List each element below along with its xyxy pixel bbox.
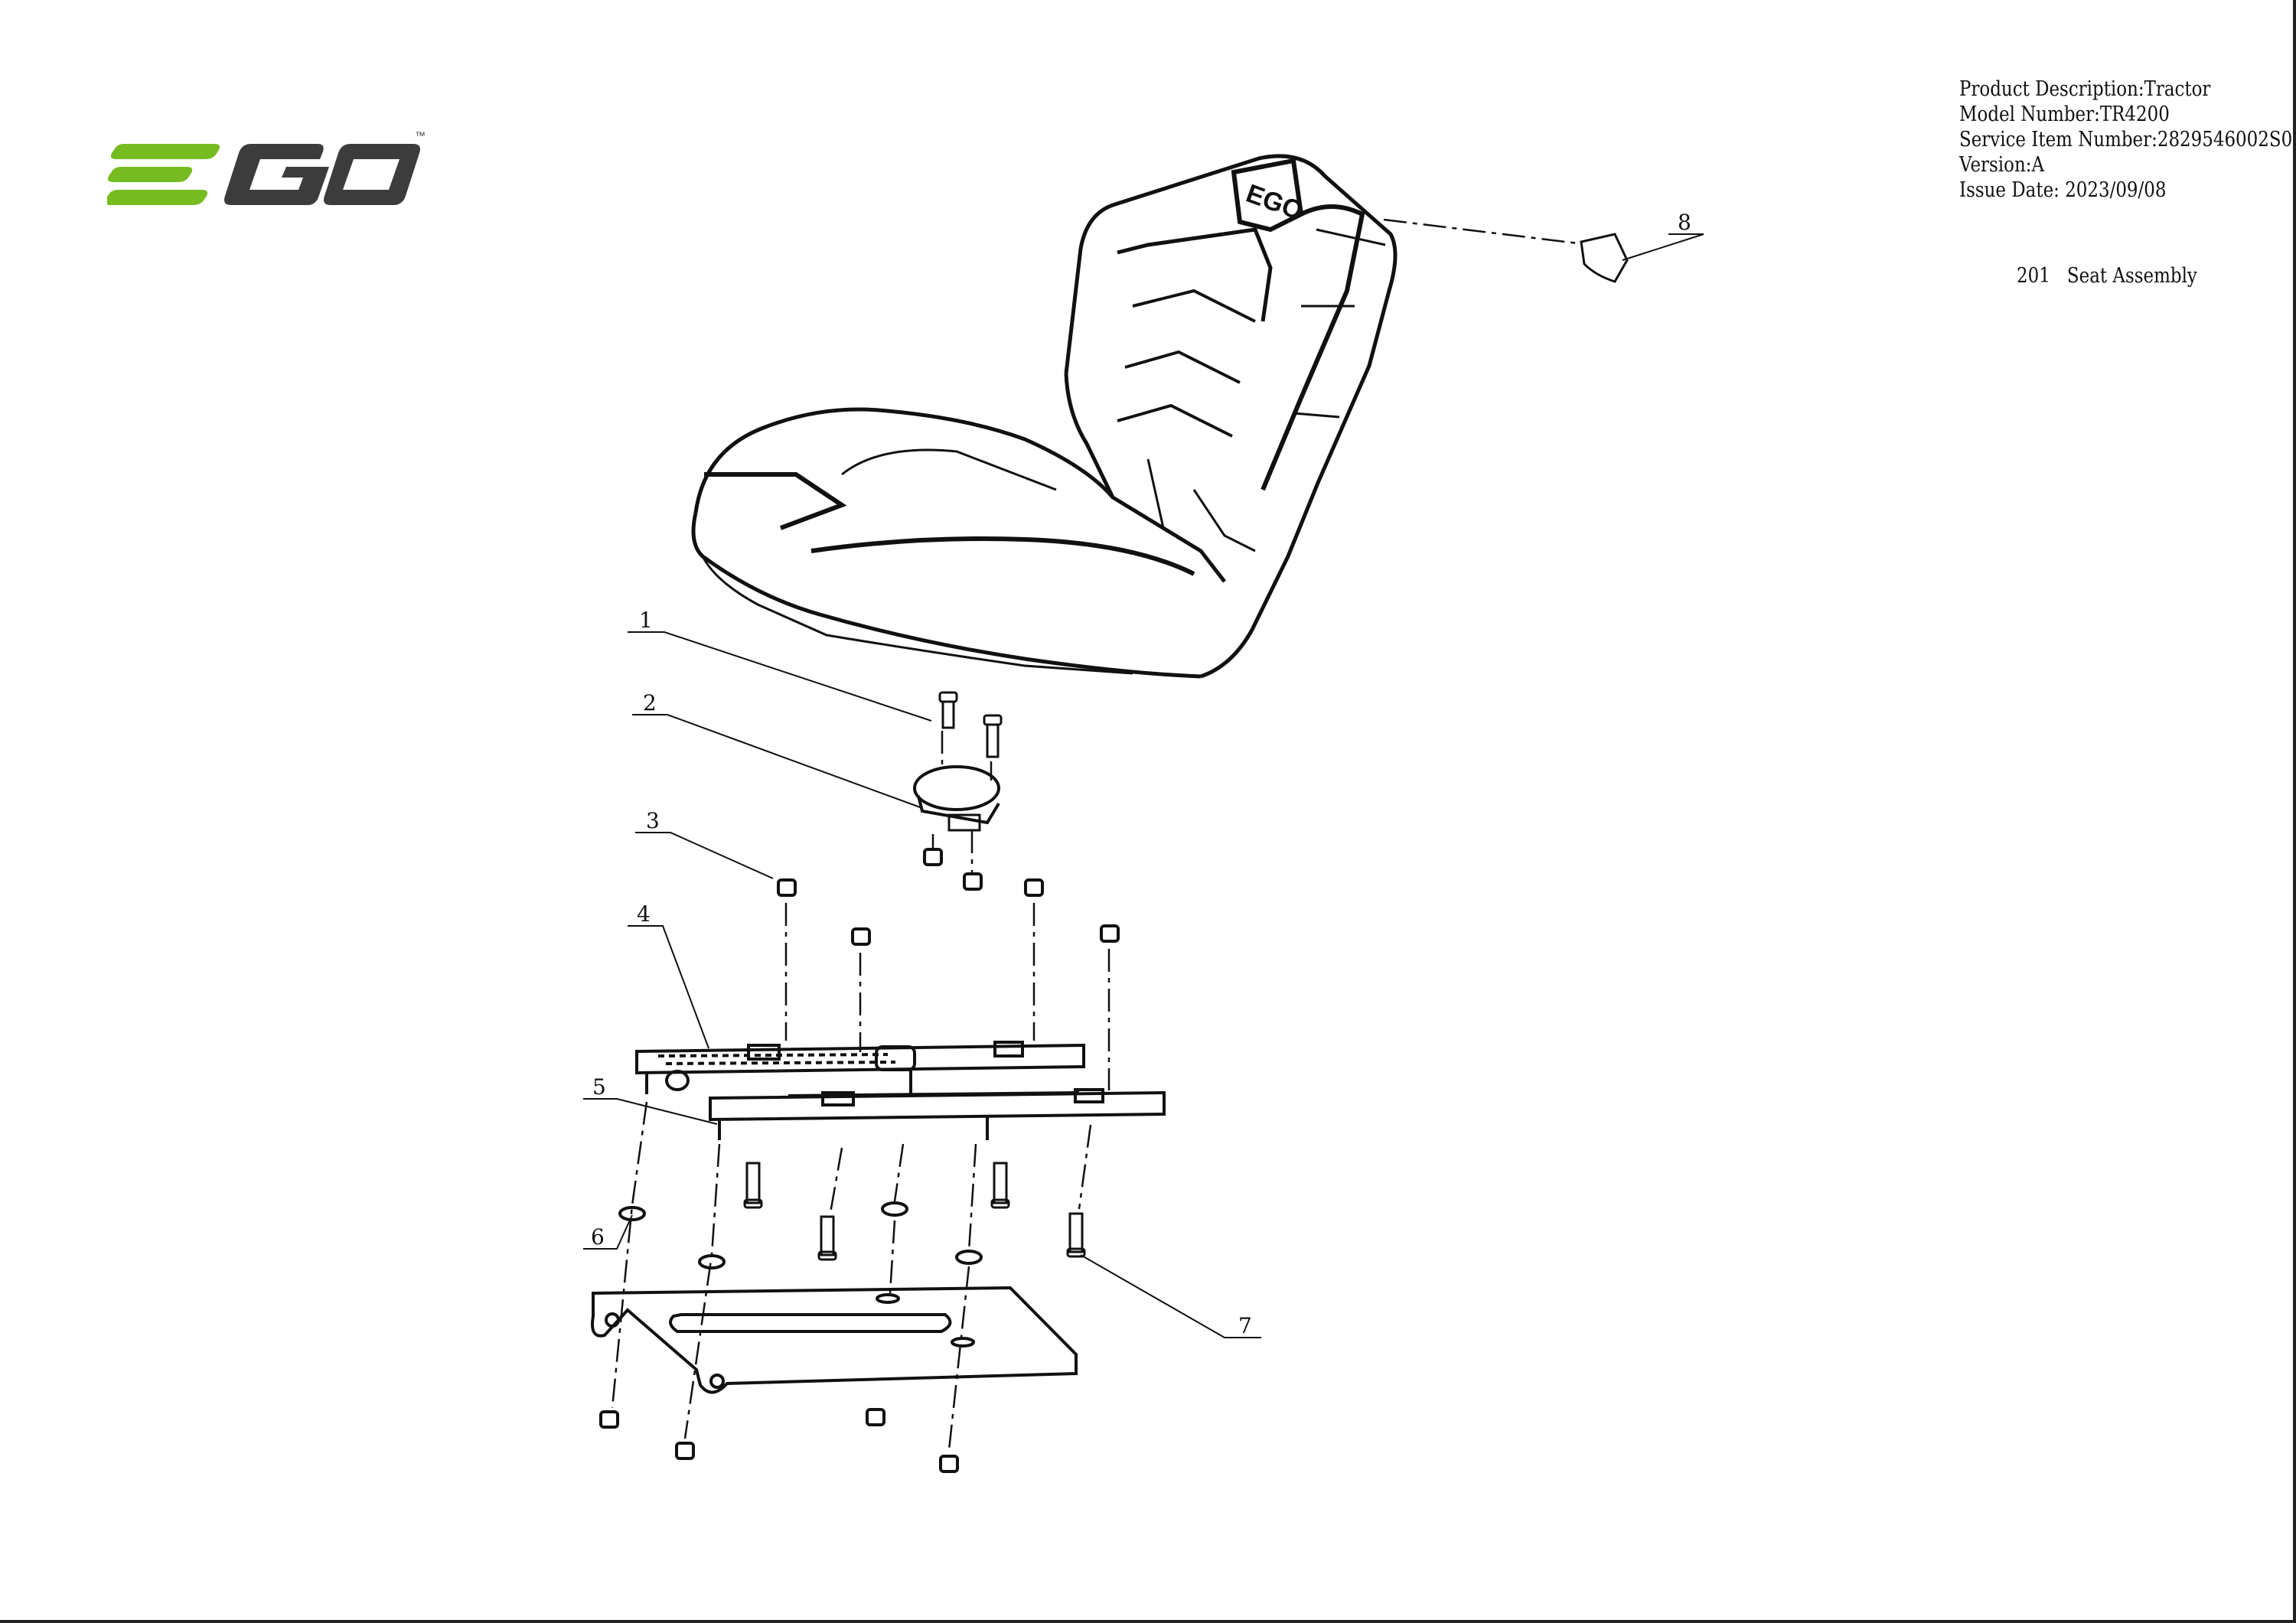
- version: Version:A: [1959, 153, 2045, 177]
- nuts: [599, 848, 1120, 1473]
- part-7-bolts: [743, 1162, 1086, 1261]
- part-5-lower-rail: [709, 1088, 1166, 1140]
- callout-4: 4: [637, 901, 651, 927]
- callout-8: 8: [1678, 210, 1691, 235]
- part-8-cap: [1580, 233, 1629, 283]
- callout-leaders: [583, 233, 1704, 1338]
- callout-1: 1: [639, 608, 653, 633]
- assembly-title: 201 Seat Assembly: [2017, 264, 2214, 288]
- center-lines: [611, 731, 1110, 1451]
- assembly-code: 201: [2017, 264, 2050, 288]
- seat: EGO: [691, 154, 1397, 679]
- callout-2: 2: [643, 690, 657, 715]
- product-description: Product Description:Tractor: [1959, 77, 2211, 101]
- callout-3: 3: [646, 808, 660, 833]
- callout-5: 5: [592, 1074, 606, 1100]
- mounting-bracket: [591, 1286, 1078, 1394]
- issue-date: Issue Date: 2023/09/08: [1959, 178, 2167, 202]
- callout-7: 7: [1238, 1313, 1252, 1338]
- part-1-bolts: [938, 691, 1003, 758]
- trademark-symbol: ™: [415, 130, 426, 142]
- assembly-name: Seat Assembly: [2066, 264, 2197, 288]
- washers: [618, 1201, 983, 1269]
- product-info-block: Product Description:Tractor Model Number…: [1959, 77, 2296, 203]
- ego-logo: ™: [107, 130, 426, 205]
- model-number: Model Number:TR4200: [1959, 103, 2170, 126]
- part-4-upper-rail: [635, 1041, 1085, 1094]
- part-2-adjuster: [913, 765, 1000, 832]
- service-item-number: Service Item Number:2829546002S01: [1959, 128, 2296, 152]
- callout-6: 6: [591, 1224, 605, 1250]
